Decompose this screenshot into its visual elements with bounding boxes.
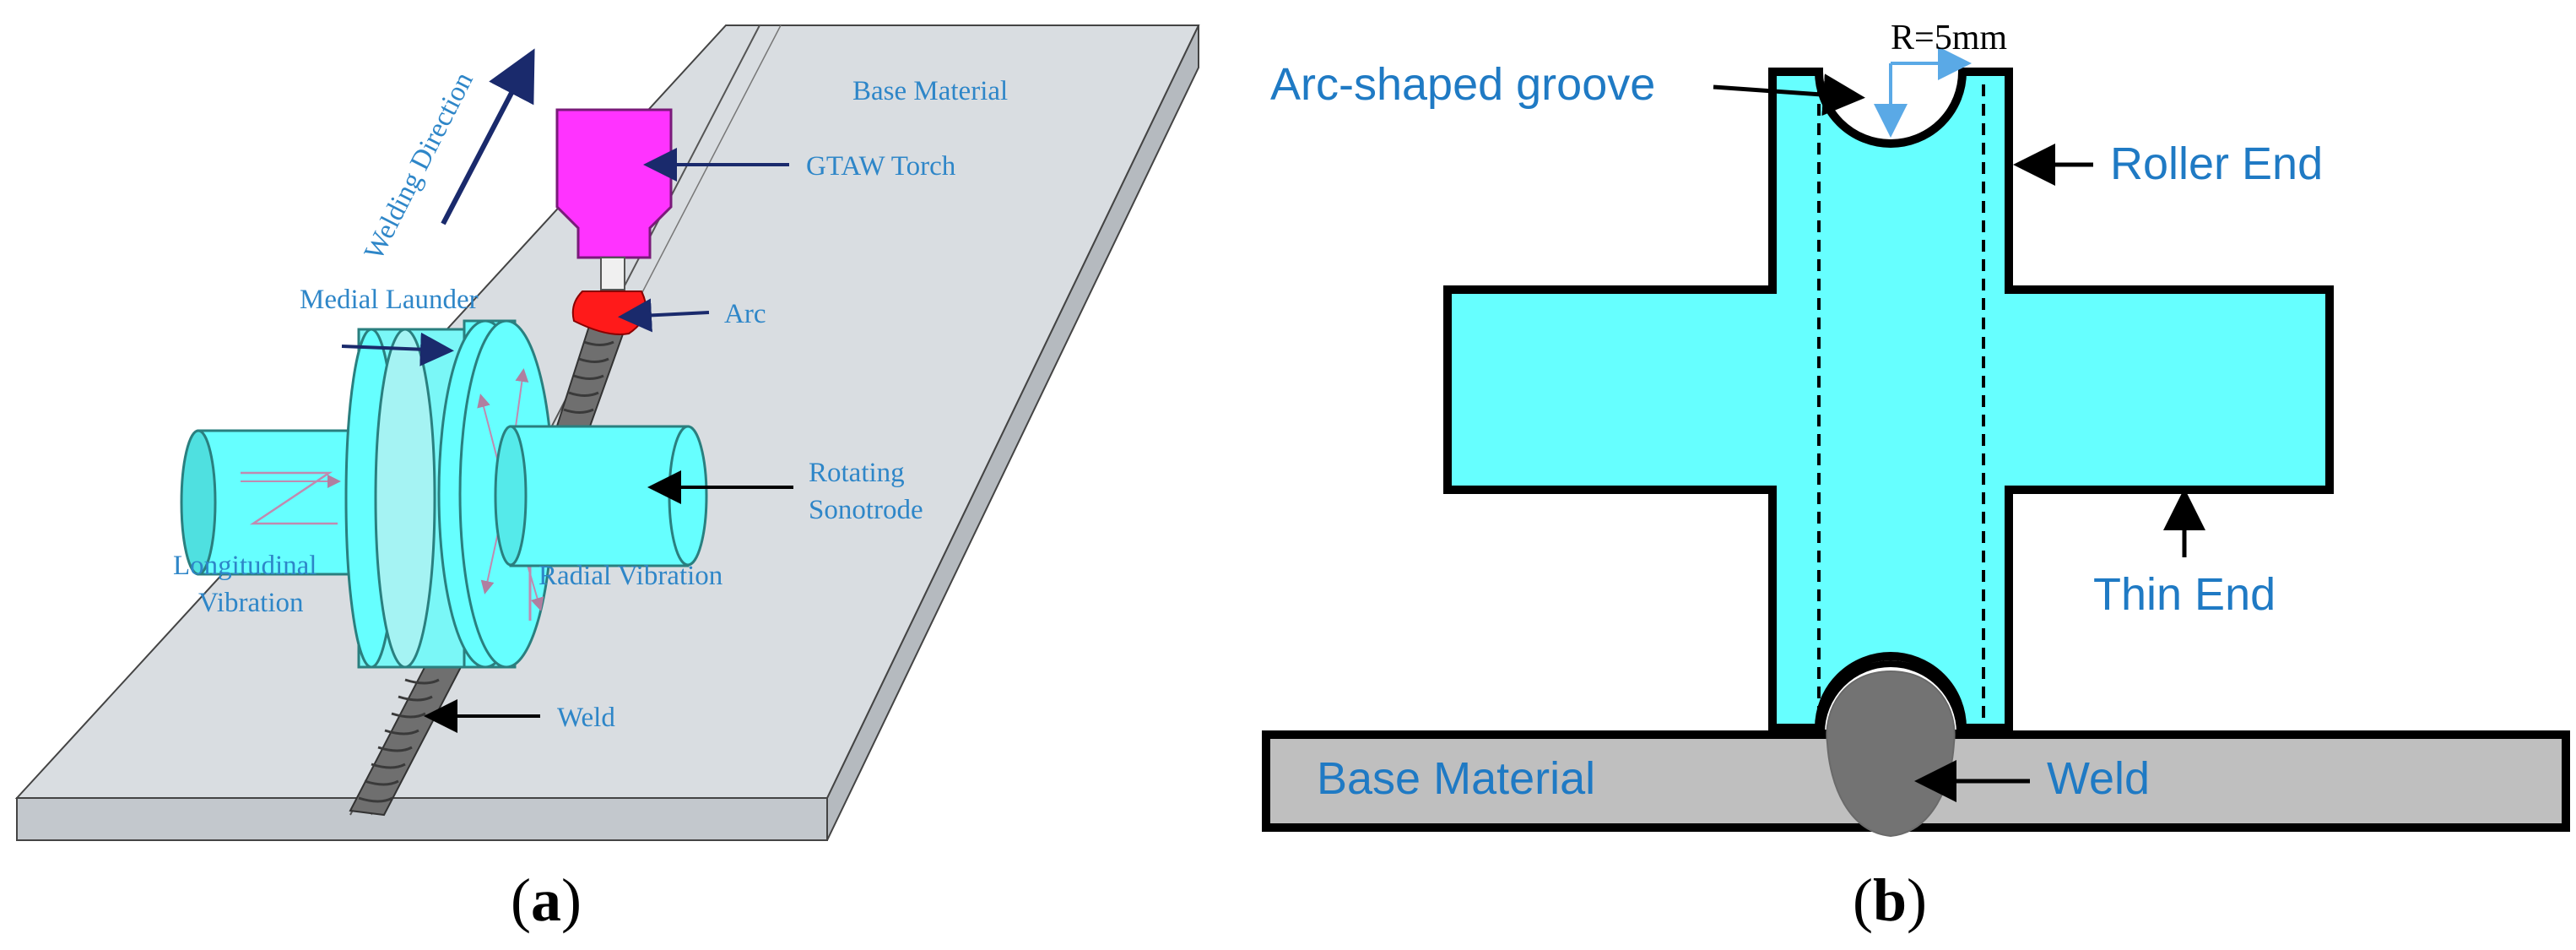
label-welding-direction: Welding Direction [359, 68, 479, 265]
left-shaft [180, 429, 373, 576]
caption-a: (a) [511, 866, 582, 934]
label-weld-b: Weld [2047, 753, 2150, 804]
label-longitudinal: Longitudinal [173, 551, 317, 581]
label-base-material-b: Base Material [1317, 753, 1595, 804]
label-sonotrode: Sonotrode [809, 495, 923, 525]
medial-launder-arrow [341, 332, 454, 366]
label-weld-a: Weld [557, 703, 615, 733]
right-shaft [494, 425, 708, 567]
label-radial-vibration: Radial Vibration [538, 561, 722, 591]
arc-arrow [618, 298, 710, 333]
label-rotating: Rotating [809, 458, 905, 488]
label-base-material-a: Base Material [852, 76, 1008, 106]
gtaw-torch [555, 108, 673, 290]
panel-b: R=5mm Arc-shaped groove Roller End Thin … [1262, 19, 2570, 934]
label-roller-end: Roller End [2110, 138, 2323, 189]
label-radius: R=5mm [1891, 19, 2007, 57]
base-plate [14, 24, 1200, 799]
label-arc: Arc [724, 299, 766, 329]
arc-groove-arrow [1713, 73, 1865, 117]
label-medial-launder: Medial Launder [300, 285, 479, 315]
panel-a: Base Material Welding Direction GTAW Tor… [14, 24, 1200, 934]
label-thin-end: Thin End [2093, 569, 2276, 620]
caption-b: (b) [1853, 866, 1927, 934]
welding-direction-arrow [441, 48, 535, 225]
label-arc-groove: Arc-shaped groove [1270, 59, 1655, 110]
label-vibration: Vibration [198, 588, 304, 618]
longitudinal-zigzag-icon [241, 471, 338, 525]
label-gtaw-torch: GTAW Torch [806, 151, 956, 182]
roller-body [1443, 68, 2334, 732]
plate-front-face [16, 797, 828, 841]
